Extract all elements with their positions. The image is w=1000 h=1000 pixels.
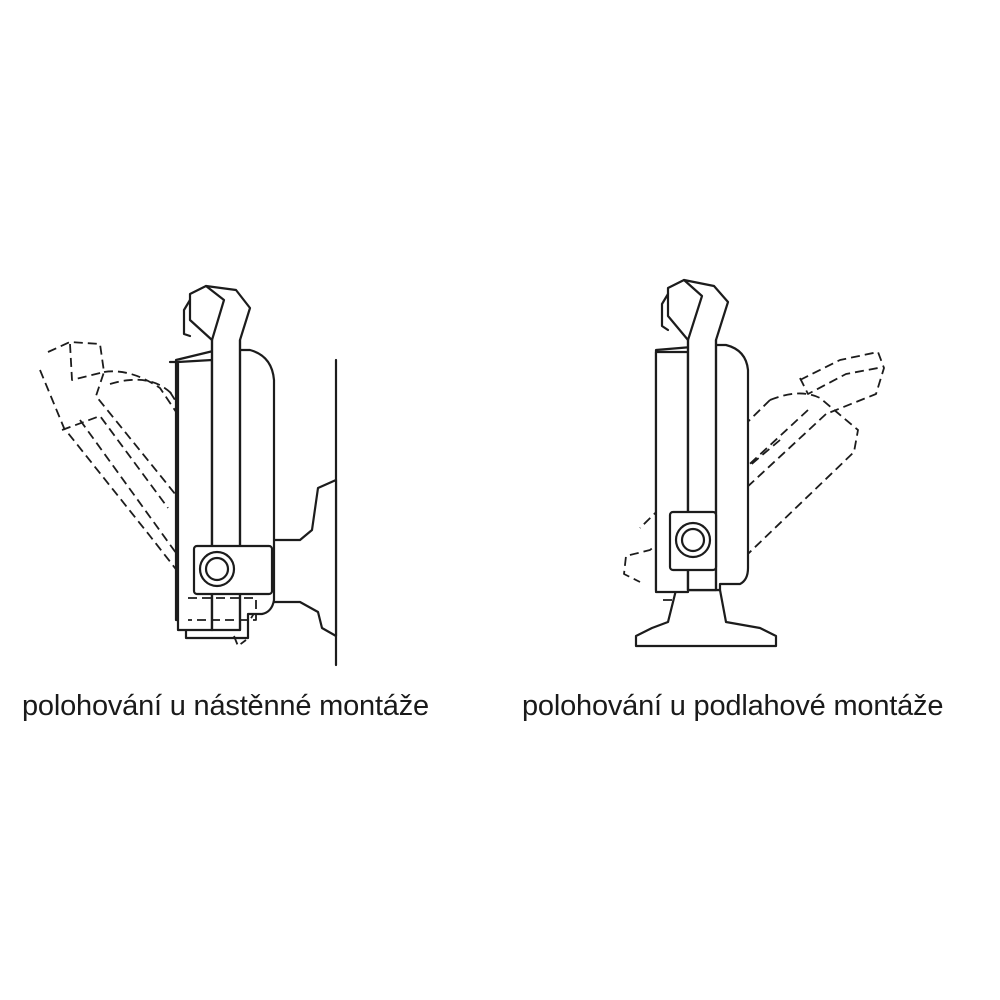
floor-mount-figure (623, 278, 885, 648)
floor-mount-caption: polohování u podlahové montáže (522, 690, 944, 722)
wall-bracket (260, 478, 338, 638)
floor-stand (634, 588, 778, 648)
wall-mount-figure (39, 284, 338, 667)
wall-mount-caption: polohování u nástěnné montáže (22, 690, 429, 722)
